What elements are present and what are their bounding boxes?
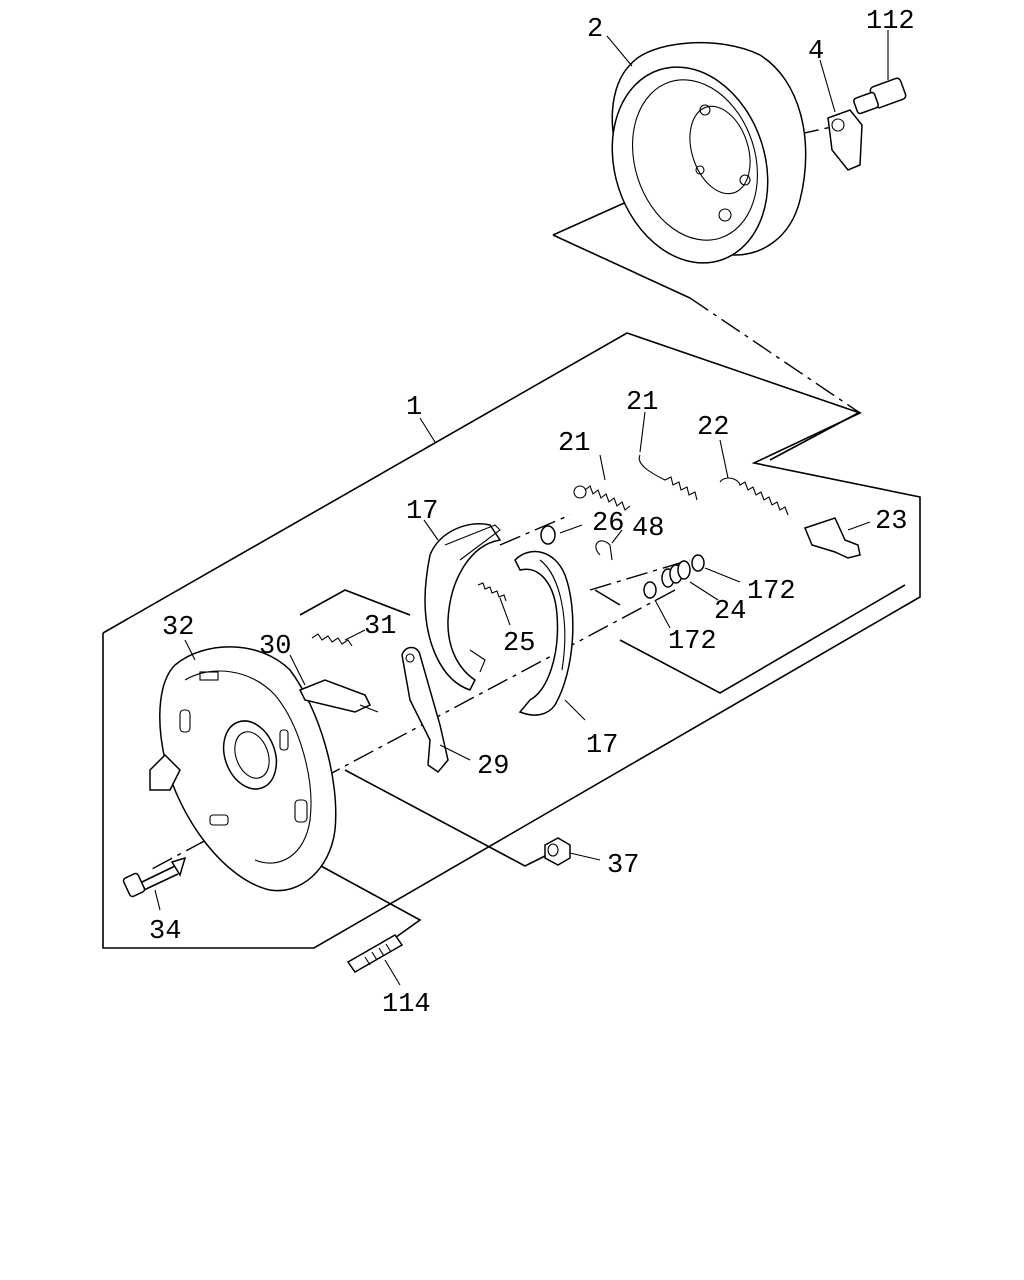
- bolt: [122, 856, 187, 898]
- lower-frame-line: [619, 584, 906, 694]
- washer-172-lower: [643, 581, 657, 599]
- parking-lever: [401, 646, 449, 774]
- callout-30: 30: [259, 632, 291, 662]
- lever-frame-line: [299, 589, 411, 616]
- washer-26: [540, 525, 556, 545]
- brake-shoe-right: [514, 550, 574, 716]
- fitting-bolt: [853, 77, 907, 115]
- washer-172-upper: [691, 554, 705, 572]
- adjuster-frame-line: [594, 589, 621, 606]
- callout-172-lower: 172: [668, 627, 717, 657]
- centerline-drum: [689, 297, 861, 414]
- return-spring-21-lower: [573, 485, 631, 511]
- callout-112: 112: [866, 7, 915, 37]
- clip-48: [595, 540, 613, 561]
- callout-26: 26: [592, 509, 624, 539]
- callout-4: 4: [808, 37, 824, 67]
- callout-2: 2: [587, 15, 603, 45]
- adjuster-spring-22: [719, 477, 789, 516]
- callout-48: 48: [632, 514, 664, 544]
- callout-172-right: 172: [747, 577, 796, 607]
- nut-frame-line: [344, 769, 546, 867]
- callout-25: 25: [503, 629, 535, 659]
- assembly-group-frame: [102, 332, 921, 949]
- callout-21-lower: 21: [558, 429, 590, 459]
- strut-lever: [298, 679, 379, 713]
- brake-drum: [611, 41, 807, 264]
- callout-37: 37: [607, 851, 639, 881]
- callout-31: 31: [364, 612, 396, 642]
- drum-group-frame-lower: [552, 234, 691, 299]
- callout-24: 24: [714, 597, 746, 627]
- callout-17-lower: 17: [586, 731, 618, 761]
- spring22-frame-line: [769, 411, 861, 461]
- callout-34: 34: [149, 917, 181, 947]
- centerline-spring: [499, 514, 571, 546]
- adjuster-screw: [804, 517, 861, 559]
- spring-25: [477, 582, 507, 602]
- callout-29: 29: [477, 752, 509, 782]
- brake-shoe-left: [424, 523, 502, 691]
- callout-17-upper: 17: [406, 497, 438, 527]
- spring-24: [661, 560, 691, 588]
- small-spring-31: [311, 633, 353, 647]
- bracket-plate: [827, 109, 863, 171]
- backing-plate: [149, 646, 337, 892]
- callout-23: 23: [875, 507, 907, 537]
- stud: [346, 934, 404, 973]
- callout-114: 114: [382, 990, 431, 1020]
- nut: [544, 837, 571, 866]
- callout-21-upper: 21: [626, 388, 658, 418]
- callout-22: 22: [697, 413, 729, 443]
- callout-32: 32: [162, 613, 194, 643]
- leader-lines: [154, 30, 889, 986]
- return-spring-21-upper: [638, 454, 698, 501]
- callout-1: 1: [406, 393, 422, 423]
